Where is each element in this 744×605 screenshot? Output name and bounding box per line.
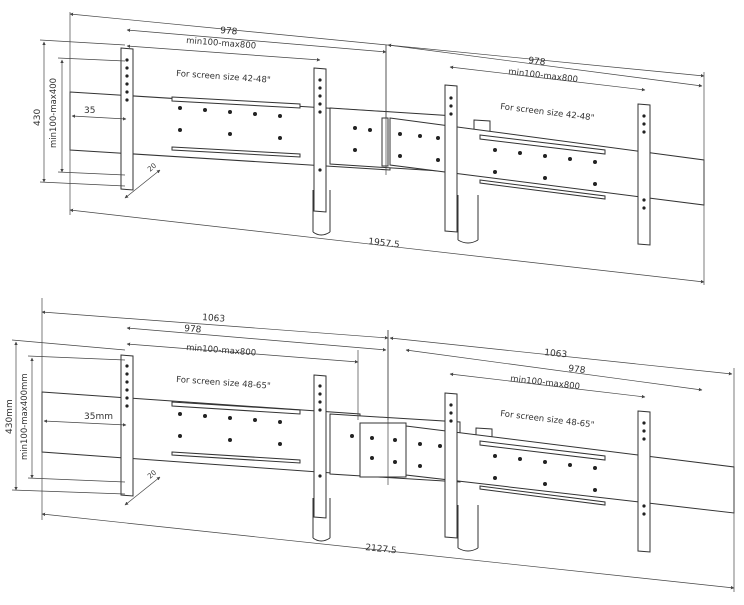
bottom-dim-height-label: 430mm (5, 399, 15, 434)
top-dim-tilt: 20 (124, 162, 161, 199)
bottom-dim-right-range-label: min100-max800 (510, 374, 581, 392)
top-floor-post-right (457, 195, 479, 244)
bottom-left-screen-label: For screen size 48-65" (176, 375, 271, 392)
bottom-dim-overall: 2127.5 (41, 392, 735, 592)
bottom-dim-offset-label: 35mm (84, 412, 113, 422)
bottom-floor-post-right (457, 505, 479, 552)
top-dim-right-width-label: 978 (528, 56, 547, 68)
top-dim-left-range: min100-max800 (126, 36, 321, 62)
top-dim-left-width-label: 978 (220, 26, 238, 37)
bottom-dim-height-range-label: min100-max400mm (20, 373, 30, 460)
bottom-arm-3 (444, 392, 458, 539)
top-left-screen-label: For screen size 42-48" (176, 69, 271, 86)
bottom-right-screen-label: For screen size 48-65" (500, 409, 595, 430)
bottom-holes (125, 364, 646, 516)
top-dim-right-range: min100-max800 (449, 65, 646, 92)
top-diagram: 1957.5 978 min100-max800 978 min100-max8… (33, 12, 705, 285)
bottom-dim-right-total: 1063 (389, 336, 733, 376)
bottom-dim-height: 430mm (5, 339, 126, 495)
bottom-dim-tilt: 20 (124, 469, 161, 506)
top-right-screen-label: For screen size 42-48" (500, 102, 595, 123)
top-dim-overall-label: 1957.5 (368, 237, 400, 251)
top-dim-height-range-label: min100-max400 (49, 78, 59, 148)
bottom-dim-right-range: min100-max800 (449, 372, 646, 399)
top-dim-offset-label: 35 (84, 106, 95, 116)
top-dim-offset: 35 (71, 106, 127, 121)
top-dim-tilt-label: 20 (146, 162, 158, 174)
top-dim-overall: 1957.5 (69, 92, 705, 285)
bottom-dim-height-range: min100-max400mm (20, 355, 126, 483)
bottom-dim-offset: 35mm (43, 412, 127, 427)
bottom-dim-right-total-label: 1063 (544, 348, 568, 360)
bottom-arm-1 (120, 354, 134, 497)
bottom-rail-right (405, 425, 735, 514)
bottom-dim-left-width-label: 978 (184, 324, 202, 335)
top-dim-height-label: 430 (33, 109, 43, 126)
top-dim-right-range-label: min100-max800 (508, 67, 579, 85)
bottom-dim-overall-label: 2127.5 (365, 543, 397, 556)
bottom-dim-right-width-label: 978 (568, 364, 587, 376)
bottom-dim-tilt-label: 20 (146, 469, 158, 481)
bottom-rail-left (41, 391, 361, 476)
top-dim-right-width: 978 (387, 43, 703, 88)
bottom-diagram: 2127.5 1063 978 min100-max800 1063 978 (5, 298, 735, 592)
bottom-dim-left-total-label: 1063 (202, 313, 226, 325)
top-rail-right (389, 117, 705, 206)
top-rail-left (69, 91, 391, 171)
bottom-dim-left-range-label: min100-max800 (186, 343, 257, 358)
top-dim-height-range: min100-max400 (49, 57, 126, 176)
top-dim-left-range-label: min100-max800 (186, 36, 257, 51)
bottom-arm-2 (313, 374, 327, 519)
top-dim-height: 430 (33, 39, 126, 187)
